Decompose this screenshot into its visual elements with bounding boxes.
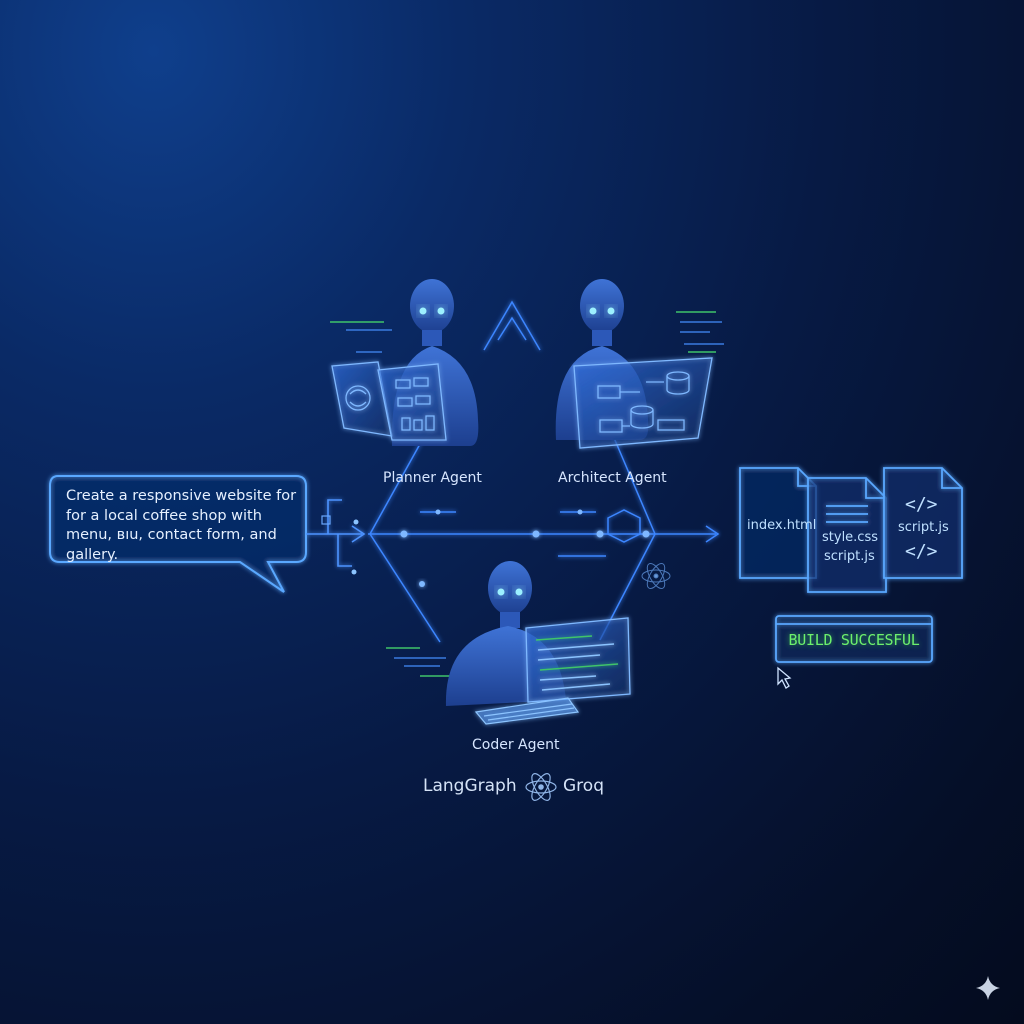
- code-glyph-bottom: </>: [905, 541, 938, 562]
- planner-tablet: [331, 361, 447, 441]
- file-label-script: script.js: [898, 520, 949, 535]
- groq-brand: Groq: [563, 776, 604, 796]
- file-icon-script: [883, 467, 963, 579]
- sparkle-icon: [976, 976, 1000, 1000]
- flow-node: [532, 530, 540, 538]
- code-glyph-top: </>: [905, 494, 938, 515]
- trace-node: [353, 519, 359, 525]
- flow-node: [400, 530, 408, 538]
- architect-panel: [573, 357, 713, 449]
- coder-screen: [525, 617, 631, 703]
- coder-agent-label: Coder Agent: [472, 737, 560, 753]
- file-label-script-2: script.js: [824, 549, 875, 564]
- architect-agent-label: Architect Agent: [558, 470, 667, 486]
- code-snippet-decor: [330, 311, 724, 677]
- build-status-text: BUILD SUCCESFUL: [788, 631, 920, 649]
- flow-node: [419, 581, 425, 587]
- keyboard: [474, 697, 580, 725]
- file-label-index: index.html: [747, 518, 817, 533]
- flow-node: [642, 530, 650, 538]
- flow-node: [577, 509, 583, 515]
- file-label-style: style.css: [822, 530, 878, 545]
- groq-atom-icon: [525, 773, 557, 801]
- planner-agent-label: Planner Agent: [383, 470, 482, 486]
- prompt-bubble: [49, 475, 307, 593]
- input-arrow: [306, 499, 366, 567]
- flow-node: [435, 509, 441, 515]
- chip-node: [321, 515, 331, 525]
- trace-node: [351, 569, 357, 575]
- build-status-window: [775, 615, 933, 663]
- atom-icon: [641, 563, 671, 589]
- cursor-icon: [777, 666, 792, 689]
- prompt-text: Create a responsive website for for a lo…: [66, 488, 297, 563]
- langgraph-brand: LangGraph: [423, 776, 517, 796]
- flow-node: [596, 530, 604, 538]
